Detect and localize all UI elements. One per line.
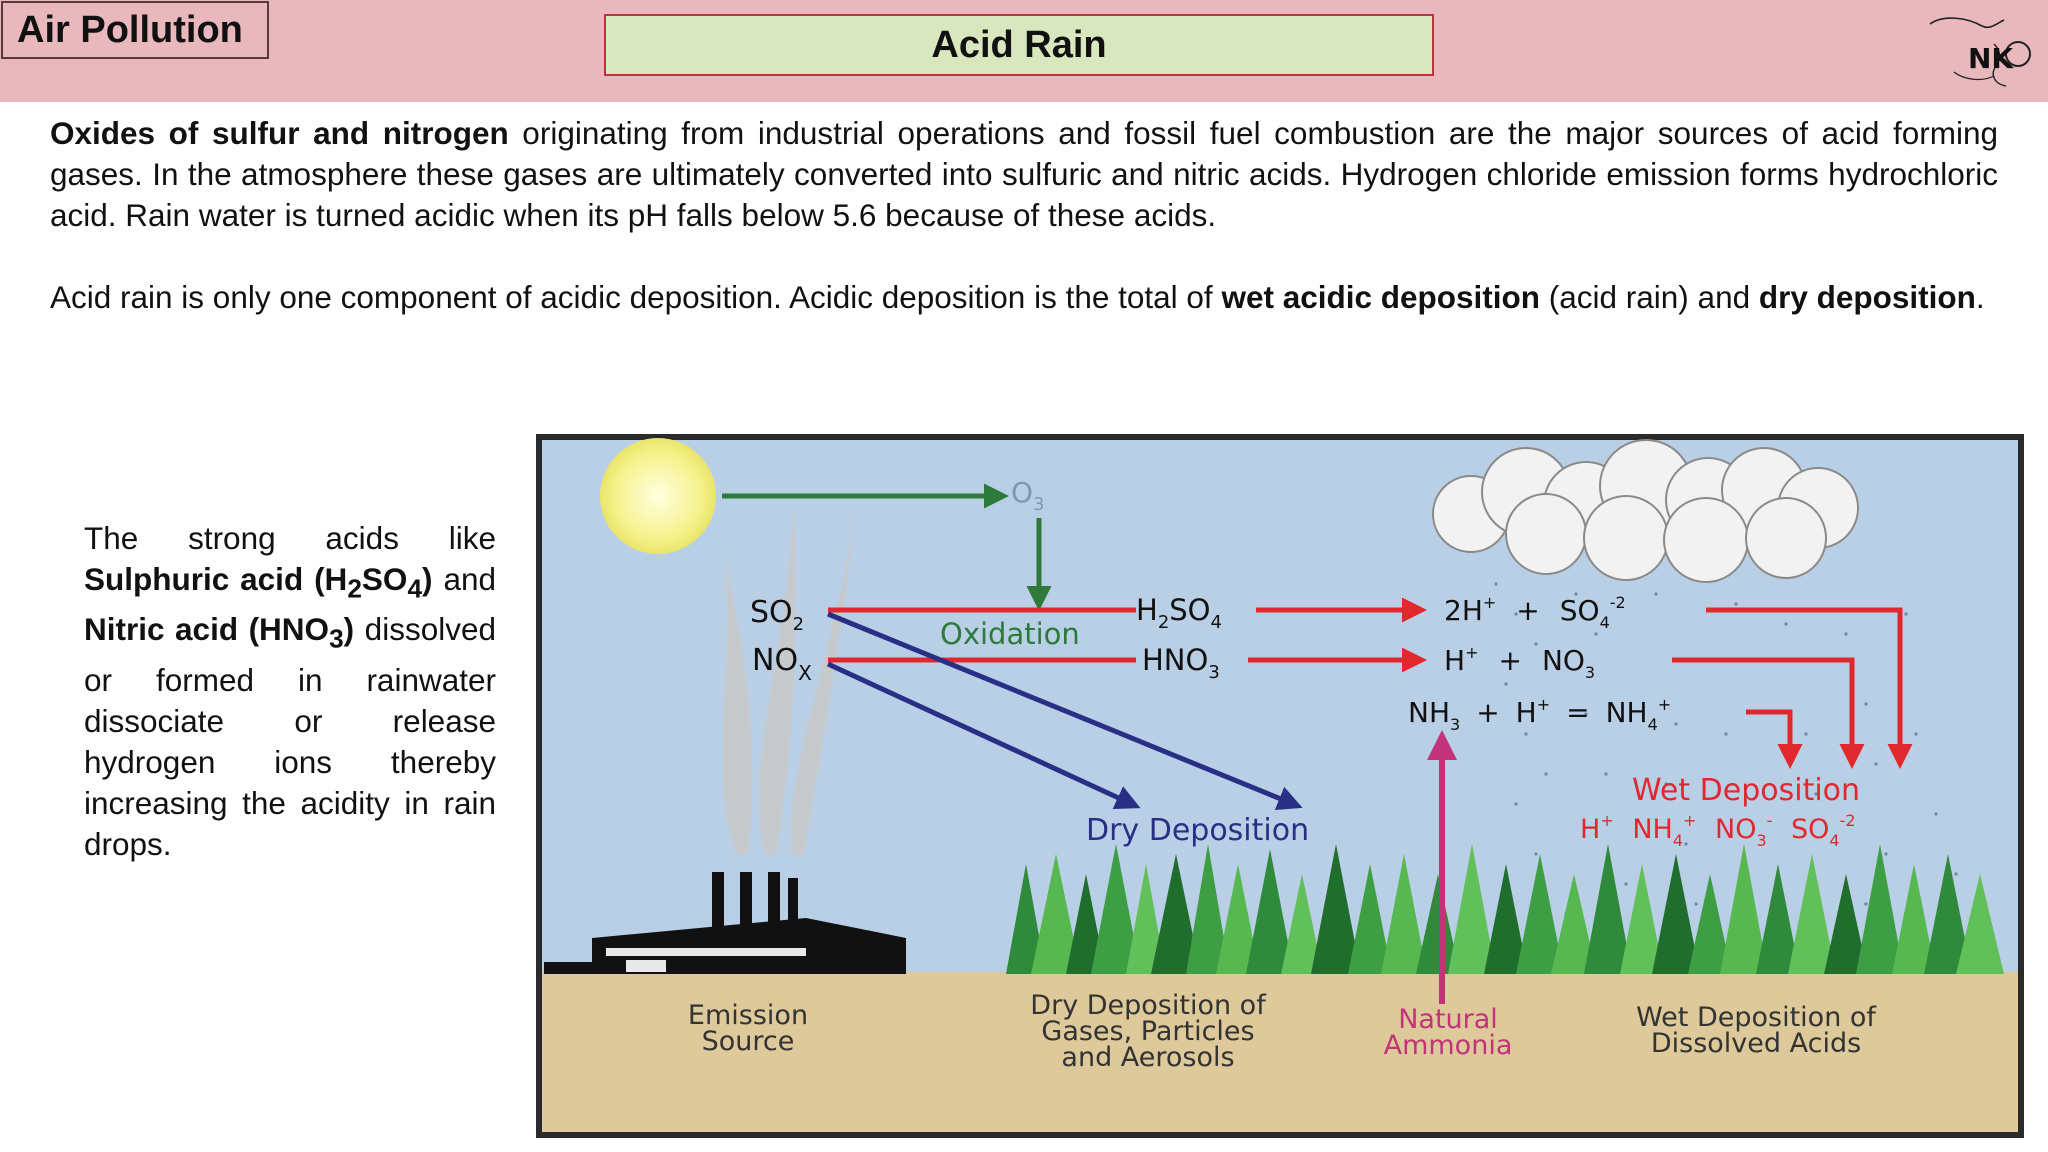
deposition-text-c: .: [1975, 279, 1985, 315]
deposition-paragraph: Acid rain is only one component of acidi…: [50, 277, 1998, 318]
side-note: The strong acids like Sulphuric acid (H2…: [84, 518, 496, 865]
h2so4-label: H2SO4: [1136, 593, 1222, 633]
wet-ions: H+ NH4+ NO3- SO4-2: [1580, 802, 1856, 850]
nitrate-wet-arrow: [1672, 657, 1865, 769]
so2-dry-arrow: [827, 611, 1303, 811]
dry-deposition-term: dry deposition: [1758, 279, 1976, 315]
deposition-text-a: Acid rain is only one component of acidi…: [50, 279, 1222, 315]
author-logo: NK: [1929, 17, 2031, 87]
acid-rain-diagram: O3 SO2 NOX Oxidation H2SO4 HNO3 2H++SO4-…: [536, 434, 2024, 1138]
intro-paragraph: Oxides of sulfur and nitrogen originatin…: [50, 113, 1998, 236]
deposition-text-b: (acid rain) and: [1540, 279, 1759, 315]
side-note-text-2: and: [432, 561, 496, 597]
intro-text: originating from industrial operations a…: [50, 115, 1998, 233]
section-label: Air Pollution: [1, 1, 269, 59]
side-note-text-1: The strong acids like: [84, 520, 496, 556]
ground: [542, 972, 2018, 1132]
dry-deposition-label: Dry Deposition: [1086, 813, 1309, 848]
intro-lead: Oxides of sulfur and nitrogen: [50, 115, 509, 151]
sulfate-wet-arrow: [1706, 607, 1913, 769]
sulphuric-acid-term: Sulphuric acid (H2SO4): [84, 561, 433, 604]
side-note-text-3: dissolved or formed in rainwater dissoci…: [84, 611, 497, 862]
oxidation-label: Oxidation: [940, 617, 1080, 651]
wet-deposition-term: wet acidic deposition: [1221, 279, 1540, 315]
nox-label: NOX: [752, 643, 812, 685]
rain-drops: [1494, 582, 1958, 916]
factory-icon: [544, 872, 906, 974]
o3-label: O3: [1011, 476, 1045, 515]
nox-dry-arrow: [826, 661, 1141, 809]
ammonium-equation: NH3+H+=NH4+: [1408, 695, 1671, 734]
page-title: Acid Rain: [604, 14, 1434, 76]
sulfate-equation: 2H++SO4-2: [1444, 593, 1626, 632]
hno3-label: HNO3: [1142, 643, 1220, 683]
nitric-acid-term: Nitric acid (HNO3): [84, 611, 355, 654]
sun-icon: [600, 438, 716, 554]
cloud-icon: [1432, 439, 1859, 583]
logo-text: NK: [1968, 42, 2014, 75]
wet-deposition-label: Wet Deposition: [1632, 773, 1860, 808]
forest-trees: [1006, 844, 2004, 974]
nitrate-equation: H++NO3: [1444, 643, 1595, 682]
so2-label: SO2: [750, 595, 804, 635]
smoke-plumes: [722, 504, 856, 854]
ammonium-wet-arrow: [1746, 709, 1803, 769]
